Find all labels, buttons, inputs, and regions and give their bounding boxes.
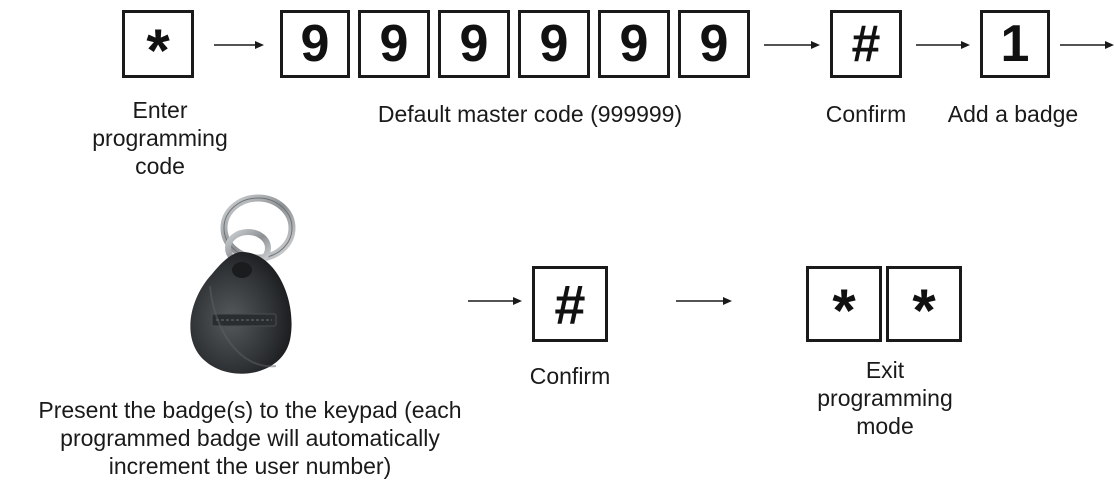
arrow-3 [916,38,970,52]
key-digit-3-glyph: 9 [459,15,489,73]
key-digit-5: 9 [598,10,670,78]
key-one-add-glyph: 1 [1000,15,1030,73]
label-enter-programming-code: Enter programming code [92,97,228,179]
arrow-5 [468,294,522,308]
label-confirm-2: Confirm [529,363,611,389]
key-one-add: 1 [980,10,1050,78]
key-digit-2: 9 [358,10,430,78]
key-digit-6-glyph: 9 [699,15,729,73]
arrow-6 [676,294,732,308]
label-default-master-code: Default master code (999999) [377,101,683,127]
key-star-exit-2-glyph: * [912,277,936,344]
key-digit-6: 9 [678,10,750,78]
key-star-enter-glyph: * [146,17,170,84]
label-present-badge: Present the badge(s) to the keypad (each… [38,397,462,479]
key-digit-5-glyph: 9 [619,15,649,73]
key-digit-1: 9 [280,10,350,78]
label-exit-programming-mode: Exit programming mode [817,357,953,439]
arrow-1 [214,38,264,52]
key-star-exit-1: * [806,266,882,342]
key-hash-confirm-2: # [532,266,608,342]
key-hash-confirm-1: # [830,10,902,78]
key-star-exit-1-glyph: * [832,277,856,344]
key-digit-4: 9 [518,10,590,78]
key-star-enter: * [122,10,194,84]
key-star-exit-2: * [886,266,962,342]
key-hash-confirm-1-glyph: # [851,15,881,73]
key-digit-1-glyph: 9 [300,15,330,73]
label-confirm-1: Confirm [825,101,907,127]
key-digit-4-glyph: 9 [539,15,569,73]
key-digit-2-glyph: 9 [379,15,409,73]
rfid-badge-image [180,190,330,390]
key-hash-confirm-2-glyph: # [554,272,586,336]
label-add-a-badge: Add a badge [947,101,1079,127]
arrow-4 [1060,38,1114,52]
key-digit-3: 9 [438,10,510,78]
arrow-2 [764,38,820,52]
